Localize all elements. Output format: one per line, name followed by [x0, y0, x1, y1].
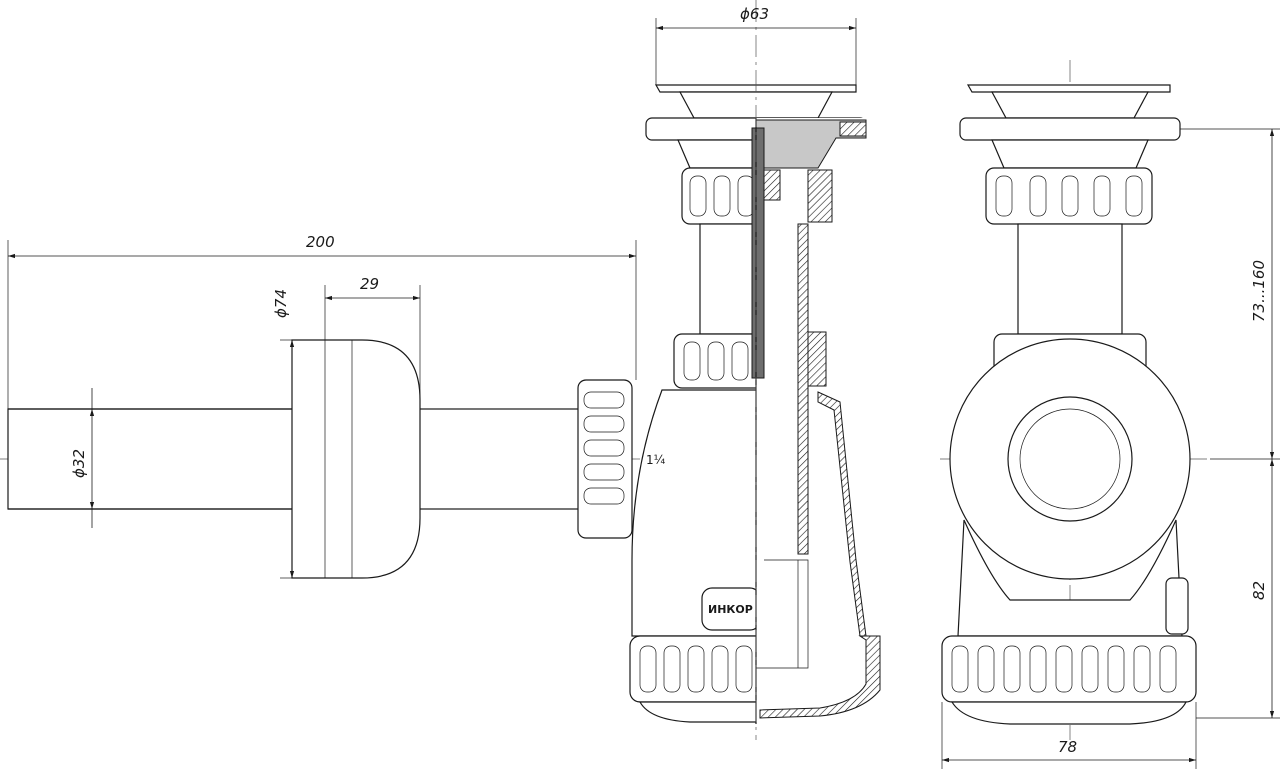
- dimension-phi74: ϕ74: [272, 289, 295, 579]
- svg-text:ϕ74: ϕ74: [272, 289, 290, 318]
- svg-text:1¼: 1¼: [646, 453, 666, 467]
- dimension-78: 78: [941, 702, 1197, 769]
- dimension-200: 200: [7, 233, 637, 409]
- svg-text:200: 200: [306, 233, 335, 251]
- dimension-phi32: ϕ32: [70, 388, 95, 528]
- trap-front-view: [940, 60, 1210, 740]
- dimension-82: 82: [1196, 459, 1280, 719]
- outlet-pipe-view: [0, 339, 640, 579]
- trap-section-view: ИНКОР: [577, 0, 882, 740]
- brand-label: ИНКОР: [708, 603, 753, 616]
- dimension-73-160: 73...160: [1180, 128, 1280, 460]
- dimension-29: 29: [324, 275, 421, 400]
- dimension-phi63: ϕ63: [655, 5, 857, 85]
- svg-text:29: 29: [360, 275, 379, 293]
- svg-text:73...160: 73...160: [1250, 260, 1268, 322]
- svg-text:ϕ63: ϕ63: [740, 5, 769, 23]
- svg-text:ϕ32: ϕ32: [70, 449, 88, 478]
- svg-text:82: 82: [1250, 581, 1268, 600]
- svg-text:78: 78: [1058, 738, 1077, 756]
- thread-label: 1¼: [646, 453, 666, 467]
